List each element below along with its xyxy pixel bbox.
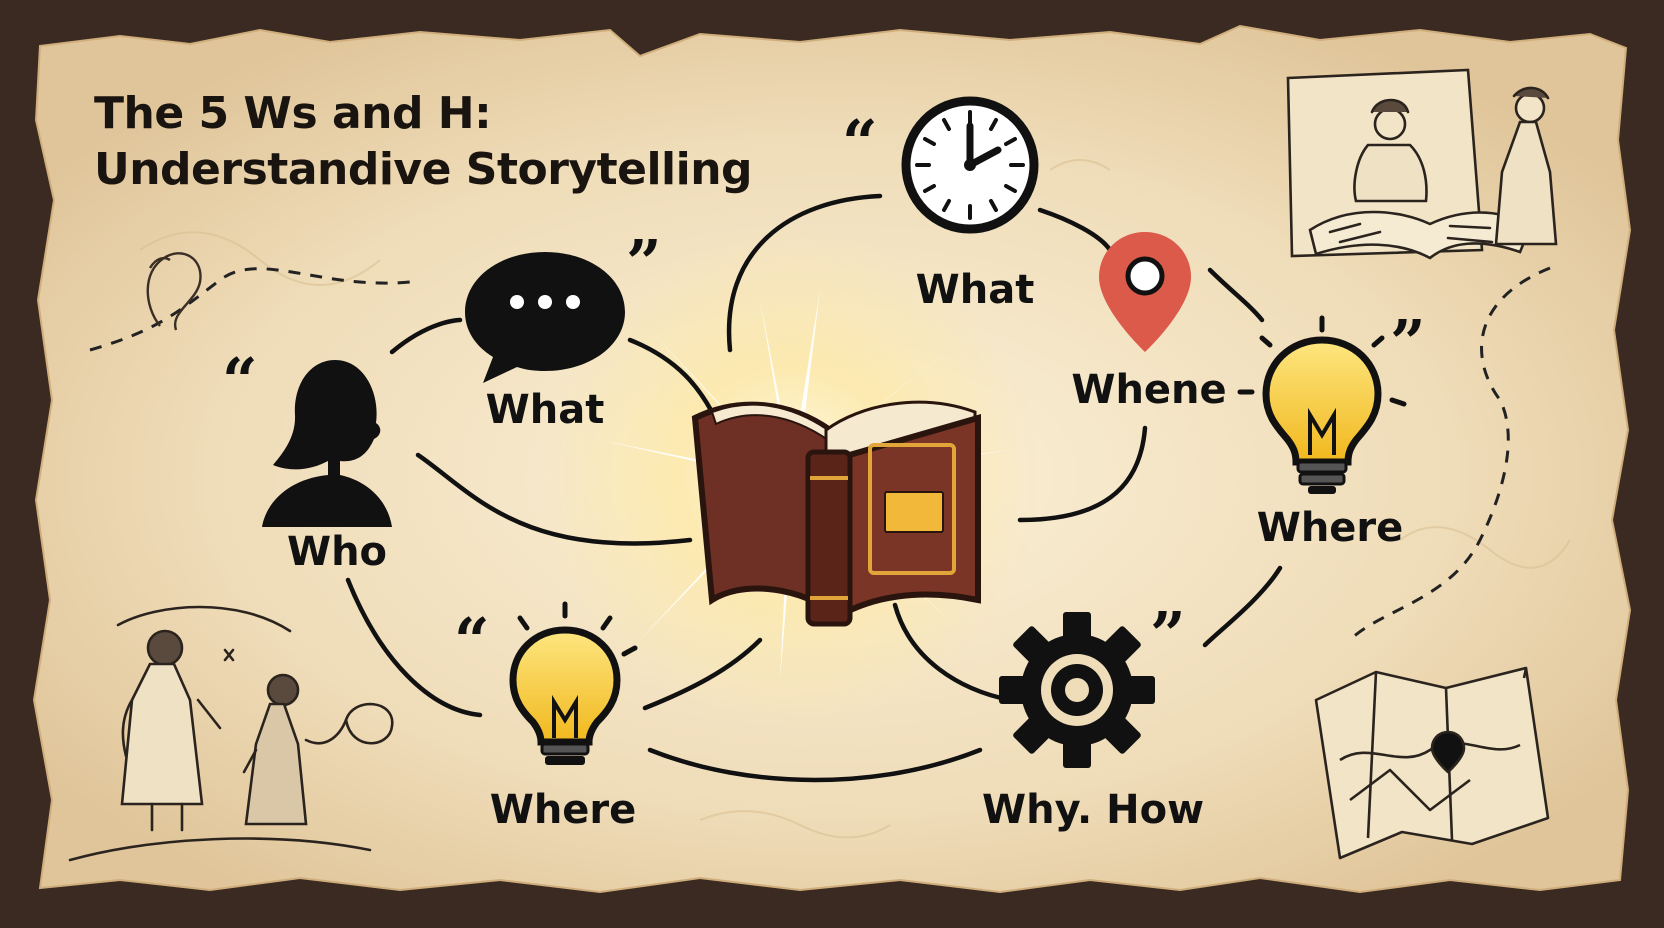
clock-icon xyxy=(901,96,1039,234)
node-label-where: Where xyxy=(1256,505,1404,551)
location-pin-icon xyxy=(1099,232,1191,352)
person-silhouette-icon xyxy=(262,360,392,527)
node-label-why-how: Why. How xyxy=(981,787,1205,833)
title-line-1: The 5 Ws and H: xyxy=(94,88,492,139)
node-label-what: What xyxy=(915,267,1035,313)
background-texture xyxy=(139,159,1571,839)
node-label-where: Whene xyxy=(1071,367,1227,413)
lightbulb-icon xyxy=(1237,315,1407,494)
close-quote-mark: ” xyxy=(1150,598,1186,671)
lightbulb-icon xyxy=(509,601,638,765)
node-label-what: What xyxy=(485,387,605,433)
close-quote-mark: ” xyxy=(1390,306,1426,379)
close-quote-mark: ” xyxy=(626,226,662,299)
sketch-map-illustration xyxy=(1314,666,1550,860)
connector-lines xyxy=(345,193,1283,783)
title-line-2: Understandive Storytelling xyxy=(94,144,753,195)
sketch-doodle xyxy=(146,252,202,331)
node-label-who: Who xyxy=(286,529,388,575)
node-label-where: Where xyxy=(489,787,637,833)
open-quote-mark: “ xyxy=(222,344,258,417)
open-quote-mark: “ xyxy=(842,106,878,179)
sketch-people-illustration xyxy=(68,605,394,862)
open-quote-mark: “ xyxy=(454,604,490,677)
gear-icon xyxy=(999,612,1155,768)
page-title: The 5 Ws and H: Understandive Storytelli… xyxy=(94,86,753,198)
sketch-book-scene-illustration xyxy=(1286,68,1558,260)
open-book-icon xyxy=(691,400,981,627)
speech-bubble-icon xyxy=(465,252,625,383)
dashed-trails xyxy=(89,266,1551,642)
